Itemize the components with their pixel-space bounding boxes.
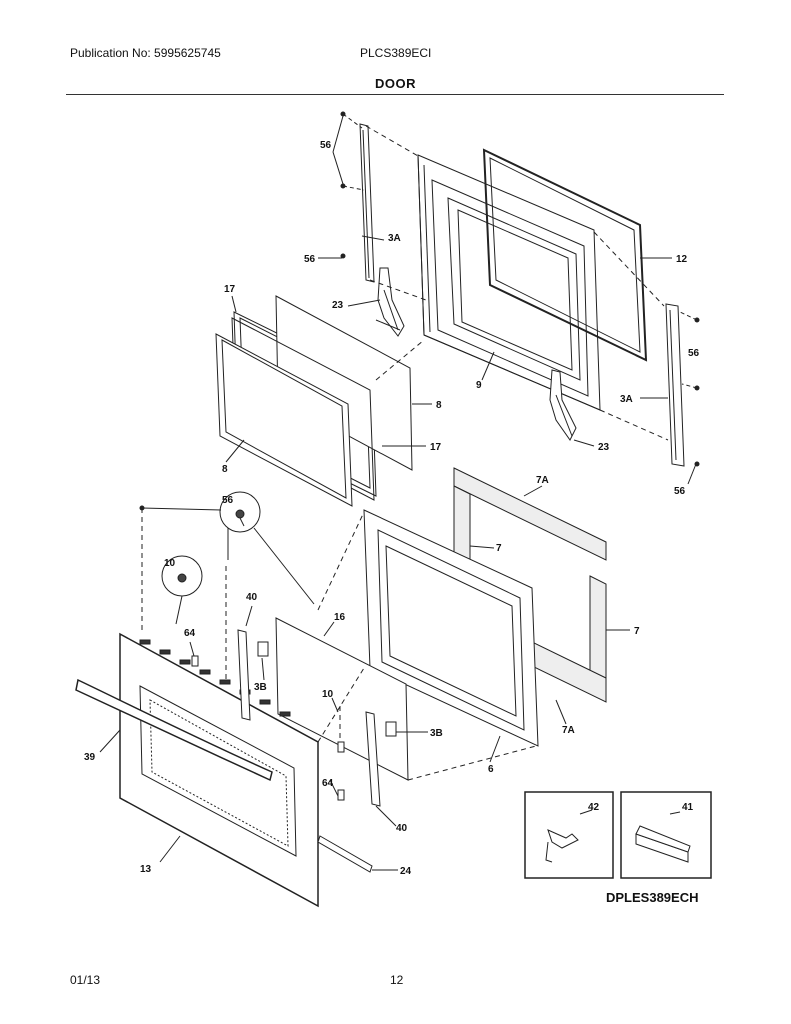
label-42: 42 — [588, 802, 600, 813]
label-56: 56 — [320, 140, 332, 151]
footer-date: 01/13 — [70, 973, 101, 987]
label-23: 23 — [598, 442, 610, 453]
label-56: 56 — [222, 495, 234, 506]
hinge-bracket-40-upper — [237, 629, 251, 721]
header-rule — [66, 94, 724, 95]
label-17: 17 — [430, 442, 442, 453]
footer-page-number: 12 — [390, 973, 404, 987]
label-13: 13 — [140, 864, 152, 875]
label-56: 56 — [304, 254, 316, 265]
label-12: 12 — [676, 254, 688, 265]
hinge-23-upper — [375, 267, 405, 337]
hinge-strip-right — [665, 303, 685, 467]
leader-lines — [99, 235, 697, 871]
label-23: 23 — [332, 300, 344, 311]
label-40: 40 — [396, 823, 408, 834]
guide-lines-lower — [141, 508, 537, 781]
label-40: 40 — [246, 592, 258, 603]
clip-3b-lower — [385, 721, 397, 737]
screw-56-callout — [139, 491, 315, 605]
label-10: 10 — [164, 558, 176, 569]
model-number: PLCS389ECI — [360, 46, 432, 60]
spacer-64-mid — [337, 741, 345, 753]
label-8: 8 — [436, 400, 442, 411]
glass-panel-8-lower — [215, 333, 353, 507]
page-title: DOOR — [375, 76, 416, 91]
label-17: 17 — [224, 284, 236, 295]
inset-box-42 — [524, 791, 614, 879]
label-3b: 3B — [430, 728, 443, 739]
guide-lines-upper — [365, 125, 669, 441]
door-handle — [75, 678, 273, 782]
screw-10-callout — [161, 555, 203, 625]
label-10: 10 — [322, 689, 334, 700]
spacer-64-upper — [191, 655, 199, 667]
label-39: 39 — [84, 752, 96, 763]
inset-model-number: DPLES389ECH — [606, 890, 698, 905]
hinge-strip-left — [359, 123, 375, 283]
label-7: 7 — [496, 543, 502, 554]
label-6: 6 — [488, 764, 494, 775]
label-64: 64 — [184, 628, 196, 639]
label-56: 56 — [688, 348, 700, 359]
publication-number: Publication No: 5995625745 — [70, 46, 221, 60]
glass-panel-8-upper — [275, 295, 413, 471]
clip-3b-upper — [257, 641, 269, 657]
inner-door-panel — [363, 509, 539, 747]
screw-56-top-left — [332, 111, 365, 259]
label-9: 9 — [476, 380, 482, 391]
label-8: 8 — [222, 464, 228, 475]
label-56: 56 — [674, 486, 686, 497]
label-7a: 7A — [562, 725, 575, 736]
bottom-trim — [317, 835, 373, 873]
screw-56-right — [679, 311, 700, 467]
label-3b: 3B — [254, 682, 267, 693]
label-16: 16 — [334, 612, 346, 623]
label-7: 7 — [634, 626, 640, 637]
inset-box-41 — [620, 791, 712, 879]
spacer-64-lower — [337, 789, 345, 801]
label-64: 64 — [322, 778, 334, 789]
hinge-23-lower — [549, 369, 577, 441]
label-3a: 3A — [620, 394, 633, 405]
label-24: 24 — [400, 866, 412, 877]
part-labels: 56 3A 56 12 17 23 56 3A 9 8 17 23 8 56 5… — [84, 140, 700, 877]
hinge-bracket-40-lower — [365, 711, 381, 807]
door-gasket — [482, 148, 648, 362]
label-41: 41 — [682, 802, 694, 813]
label-7a: 7A — [536, 475, 549, 486]
label-3a: 3A — [388, 233, 401, 244]
inner-door-liner — [417, 154, 601, 411]
